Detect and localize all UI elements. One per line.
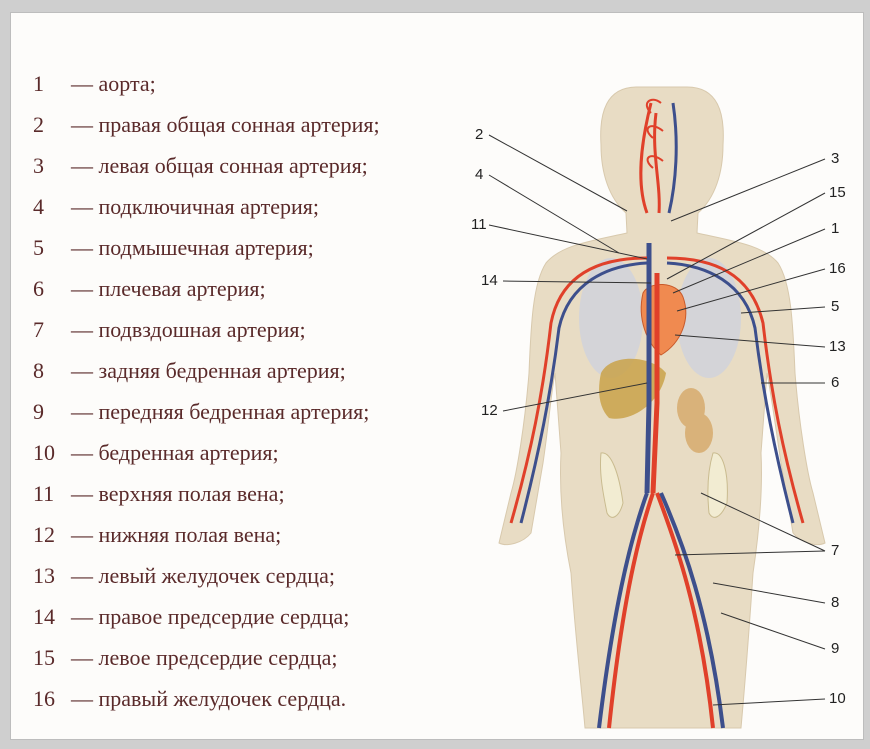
callout-label: 5 bbox=[831, 298, 839, 315]
legend-text: — правый желудочек сердца. bbox=[71, 686, 346, 712]
legend-item: 10— бедренная артерия; bbox=[33, 440, 279, 470]
legend-item: 4— подключичная артерия; bbox=[33, 194, 319, 224]
legend-number: 1 bbox=[33, 71, 71, 97]
left-lung bbox=[677, 258, 741, 378]
legend-item: 16— правый желудочек сердца. bbox=[33, 686, 346, 716]
legend-number: 11 bbox=[33, 481, 71, 507]
legend-text: — передняя бедренная артерия; bbox=[71, 399, 369, 425]
callout-label: 1 bbox=[831, 220, 839, 237]
legend-item: 11— верхняя полая вена; bbox=[33, 481, 285, 511]
legend-number: 5 bbox=[33, 235, 71, 261]
callout-label: 7 bbox=[831, 542, 839, 559]
callout-label: 11 bbox=[471, 216, 487, 233]
legend-number: 4 bbox=[33, 194, 71, 220]
legend-item: 2— правая общая сонная артерия; bbox=[33, 112, 380, 142]
legend-number: 15 bbox=[33, 645, 71, 671]
legend-item: 7— подвздошная артерия; bbox=[33, 317, 306, 347]
legend-number: 14 bbox=[33, 604, 71, 630]
callout-label: 2 bbox=[475, 126, 483, 143]
legend-text: — левое предсердие сердца; bbox=[71, 645, 338, 671]
legend-number: 3 bbox=[33, 153, 71, 179]
legend-item: 8— задняя бедренная артерия; bbox=[33, 358, 346, 388]
callout-label: 9 bbox=[831, 640, 839, 657]
legend-text: — подключичная артерия; bbox=[71, 194, 319, 220]
callout-label: 12 bbox=[481, 402, 498, 419]
legend-number: 7 bbox=[33, 317, 71, 343]
legend-number: 6 bbox=[33, 276, 71, 302]
vena-cava-line bbox=[647, 243, 649, 493]
legend-number: 16 bbox=[33, 686, 71, 712]
callout-label: 15 bbox=[829, 184, 846, 201]
callout-label: 6 bbox=[831, 374, 839, 391]
legend-text: — подвздошная артерия; bbox=[71, 317, 306, 343]
legend-text: — верхняя полая вена; bbox=[71, 481, 285, 507]
legend-item: 5— подмышечная артерия; bbox=[33, 235, 314, 265]
legend-number: 10 bbox=[33, 440, 71, 466]
legend-number: 9 bbox=[33, 399, 71, 425]
callout-label: 8 bbox=[831, 594, 839, 611]
callout-label: 3 bbox=[831, 150, 839, 167]
callout-label: 14 bbox=[481, 272, 498, 289]
legend-text: — задняя бедренная артерия; bbox=[71, 358, 346, 384]
callout-label: 13 bbox=[829, 338, 846, 355]
legend-item: 1— аорта; bbox=[33, 71, 156, 101]
legend-text: — подмышечная артерия; bbox=[71, 235, 314, 261]
legend-text: — плечевая артерия; bbox=[71, 276, 266, 302]
legend-number: 8 bbox=[33, 358, 71, 384]
callout-label: 4 bbox=[475, 166, 483, 183]
legend-number: 2 bbox=[33, 112, 71, 138]
callout-label: 16 bbox=[829, 260, 846, 277]
legend-text: — правое предсердие сердца; bbox=[71, 604, 349, 630]
legend-item: 15— левое предсердие сердца; bbox=[33, 645, 338, 675]
legend-item: 6— плечевая артерия; bbox=[33, 276, 266, 306]
legend-number: 12 bbox=[33, 522, 71, 548]
legend-number: 13 bbox=[33, 563, 71, 589]
legend-item: 12— нижняя полая вена; bbox=[33, 522, 281, 552]
legend-item: 14— правое предсердие сердца; bbox=[33, 604, 349, 634]
legend-item: 13— левый желудочек сердца; bbox=[33, 563, 335, 593]
legend-item: 9— передняя бедренная артерия; bbox=[33, 399, 369, 429]
legend-text: — левый желудочек сердца; bbox=[71, 563, 335, 589]
legend-text: — нижняя полая вена; bbox=[71, 522, 281, 548]
circulatory-figure: 2 3 4 15 11 1 14 16 5 13 6 12 7 8 9 10 bbox=[451, 73, 856, 733]
callout-label: 10 bbox=[829, 690, 846, 707]
legend-text: — правая общая сонная артерия; bbox=[71, 112, 380, 138]
diagram-frame: 1— аорта; 2— правая общая сонная артерия… bbox=[10, 12, 864, 740]
kidney bbox=[685, 413, 713, 453]
legend-text: — аорта; bbox=[71, 71, 156, 97]
callout-line bbox=[489, 175, 619, 253]
legend-item: 3— левая общая сонная артерия; bbox=[33, 153, 368, 183]
legend-text: — бедренная артерия; bbox=[71, 440, 279, 466]
legend-text: — левая общая сонная артерия; bbox=[71, 153, 368, 179]
